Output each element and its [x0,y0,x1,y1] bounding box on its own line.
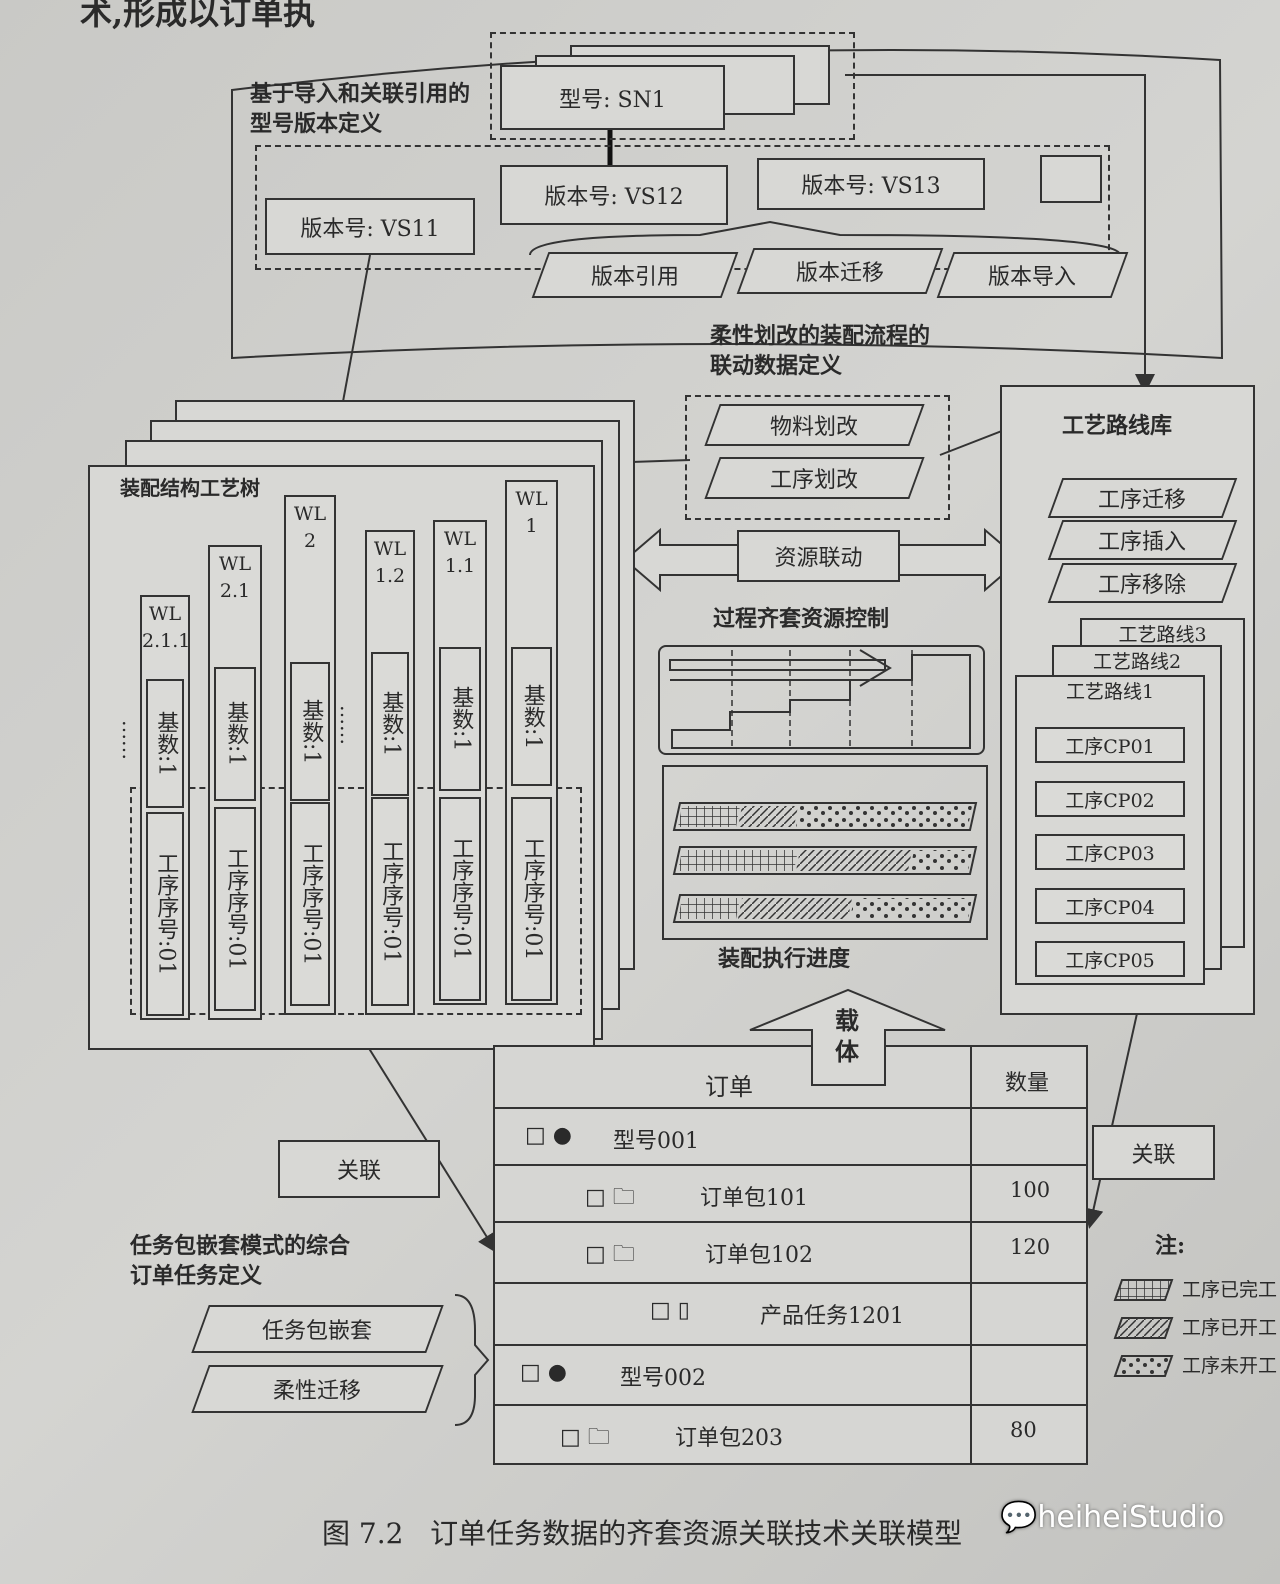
route-step: 工序CP02 [1035,781,1185,817]
op-version-migration: 版本迁移 [736,248,944,294]
watermark: 💬heiheiStudio [1000,1500,1225,1535]
column-divider [970,1047,972,1463]
progress-rows [672,802,978,923]
resource-link-label: 资源联动 [737,530,900,582]
progress-label: 装配执行进度 [718,946,851,972]
table-row[interactable]: □ ●型号002 [495,1344,1086,1403]
version-stack [1040,155,1102,203]
carrier-label: 载体 [835,1006,859,1067]
model-box: 型号: SN1 [500,65,725,130]
header-order: 订单 [705,1073,753,1101]
op-version-reference: 版本引用 [531,252,739,298]
op-version-import: 版本导入 [936,252,1129,298]
legend-started: 工序已开工 [1182,1317,1278,1339]
route-step: 工序CP03 [1035,834,1185,870]
process-control-title: 过程齐套资源控制 [713,606,890,632]
route-step: 工序CP04 [1035,888,1185,924]
table-row[interactable]: □ ▯产品任务1201 [495,1282,1086,1341]
legend-not-started: 工序未开工 [1182,1355,1278,1377]
flex-section-title: 柔性划改的装配流程的联动数据定义 [710,323,931,379]
flex-dashed-group [685,395,950,520]
op-process-change: 工序划改 [704,457,925,499]
op-step-remove: 工序移除 [1047,563,1238,603]
model-dashed-group [490,32,855,140]
route-step: 工序CP01 [1035,727,1185,763]
op-step-migrate: 工序迁移 [1047,478,1238,518]
op-flex-migration: 柔性迁移 [191,1365,444,1413]
progress-chart [662,765,988,940]
kit-control-chart [658,645,985,755]
legend-completed: 工序已完工 [1182,1279,1278,1301]
figure-caption: 图 7.2 订单任务数据的齐套资源关联技术关联模型 [322,1517,963,1550]
op-material-change: 物料划改 [704,404,925,446]
wechat-icon: 💬 [1000,1500,1038,1535]
process-seq-dashed [130,787,582,1015]
legend-title: 注: [1155,1233,1186,1259]
version-box-vs13: 版本号: VS13 [757,158,985,210]
top-text: 术,形成以订单执 [80,0,316,32]
header-qty: 数量 [1005,1071,1050,1096]
version-box-vs12: 版本号: VS12 [500,165,728,225]
task-section-title: 任务包嵌套模式的综合订单任务定义 [130,1233,351,1289]
op-step-insert: 工序插入 [1047,520,1238,560]
ellipsis: …… [336,705,360,745]
table-row[interactable]: □ ●型号001 [495,1107,1086,1166]
association-right: 关联 [1092,1125,1215,1180]
route-1: 工艺路线1 工序CP01 工序CP02 工序CP03 工序CP04 工序CP05 [1015,675,1205,985]
ellipsis: …… [118,720,142,760]
version-box-vs11: 版本号: VS11 [265,198,475,255]
op-task-nesting: 任务包嵌套 [191,1305,444,1353]
route-step: 工序CP05 [1035,941,1185,977]
association-left: 关联 [278,1140,440,1198]
version-section-title: 基于导入和关联引用的型号版本定义 [250,81,471,137]
